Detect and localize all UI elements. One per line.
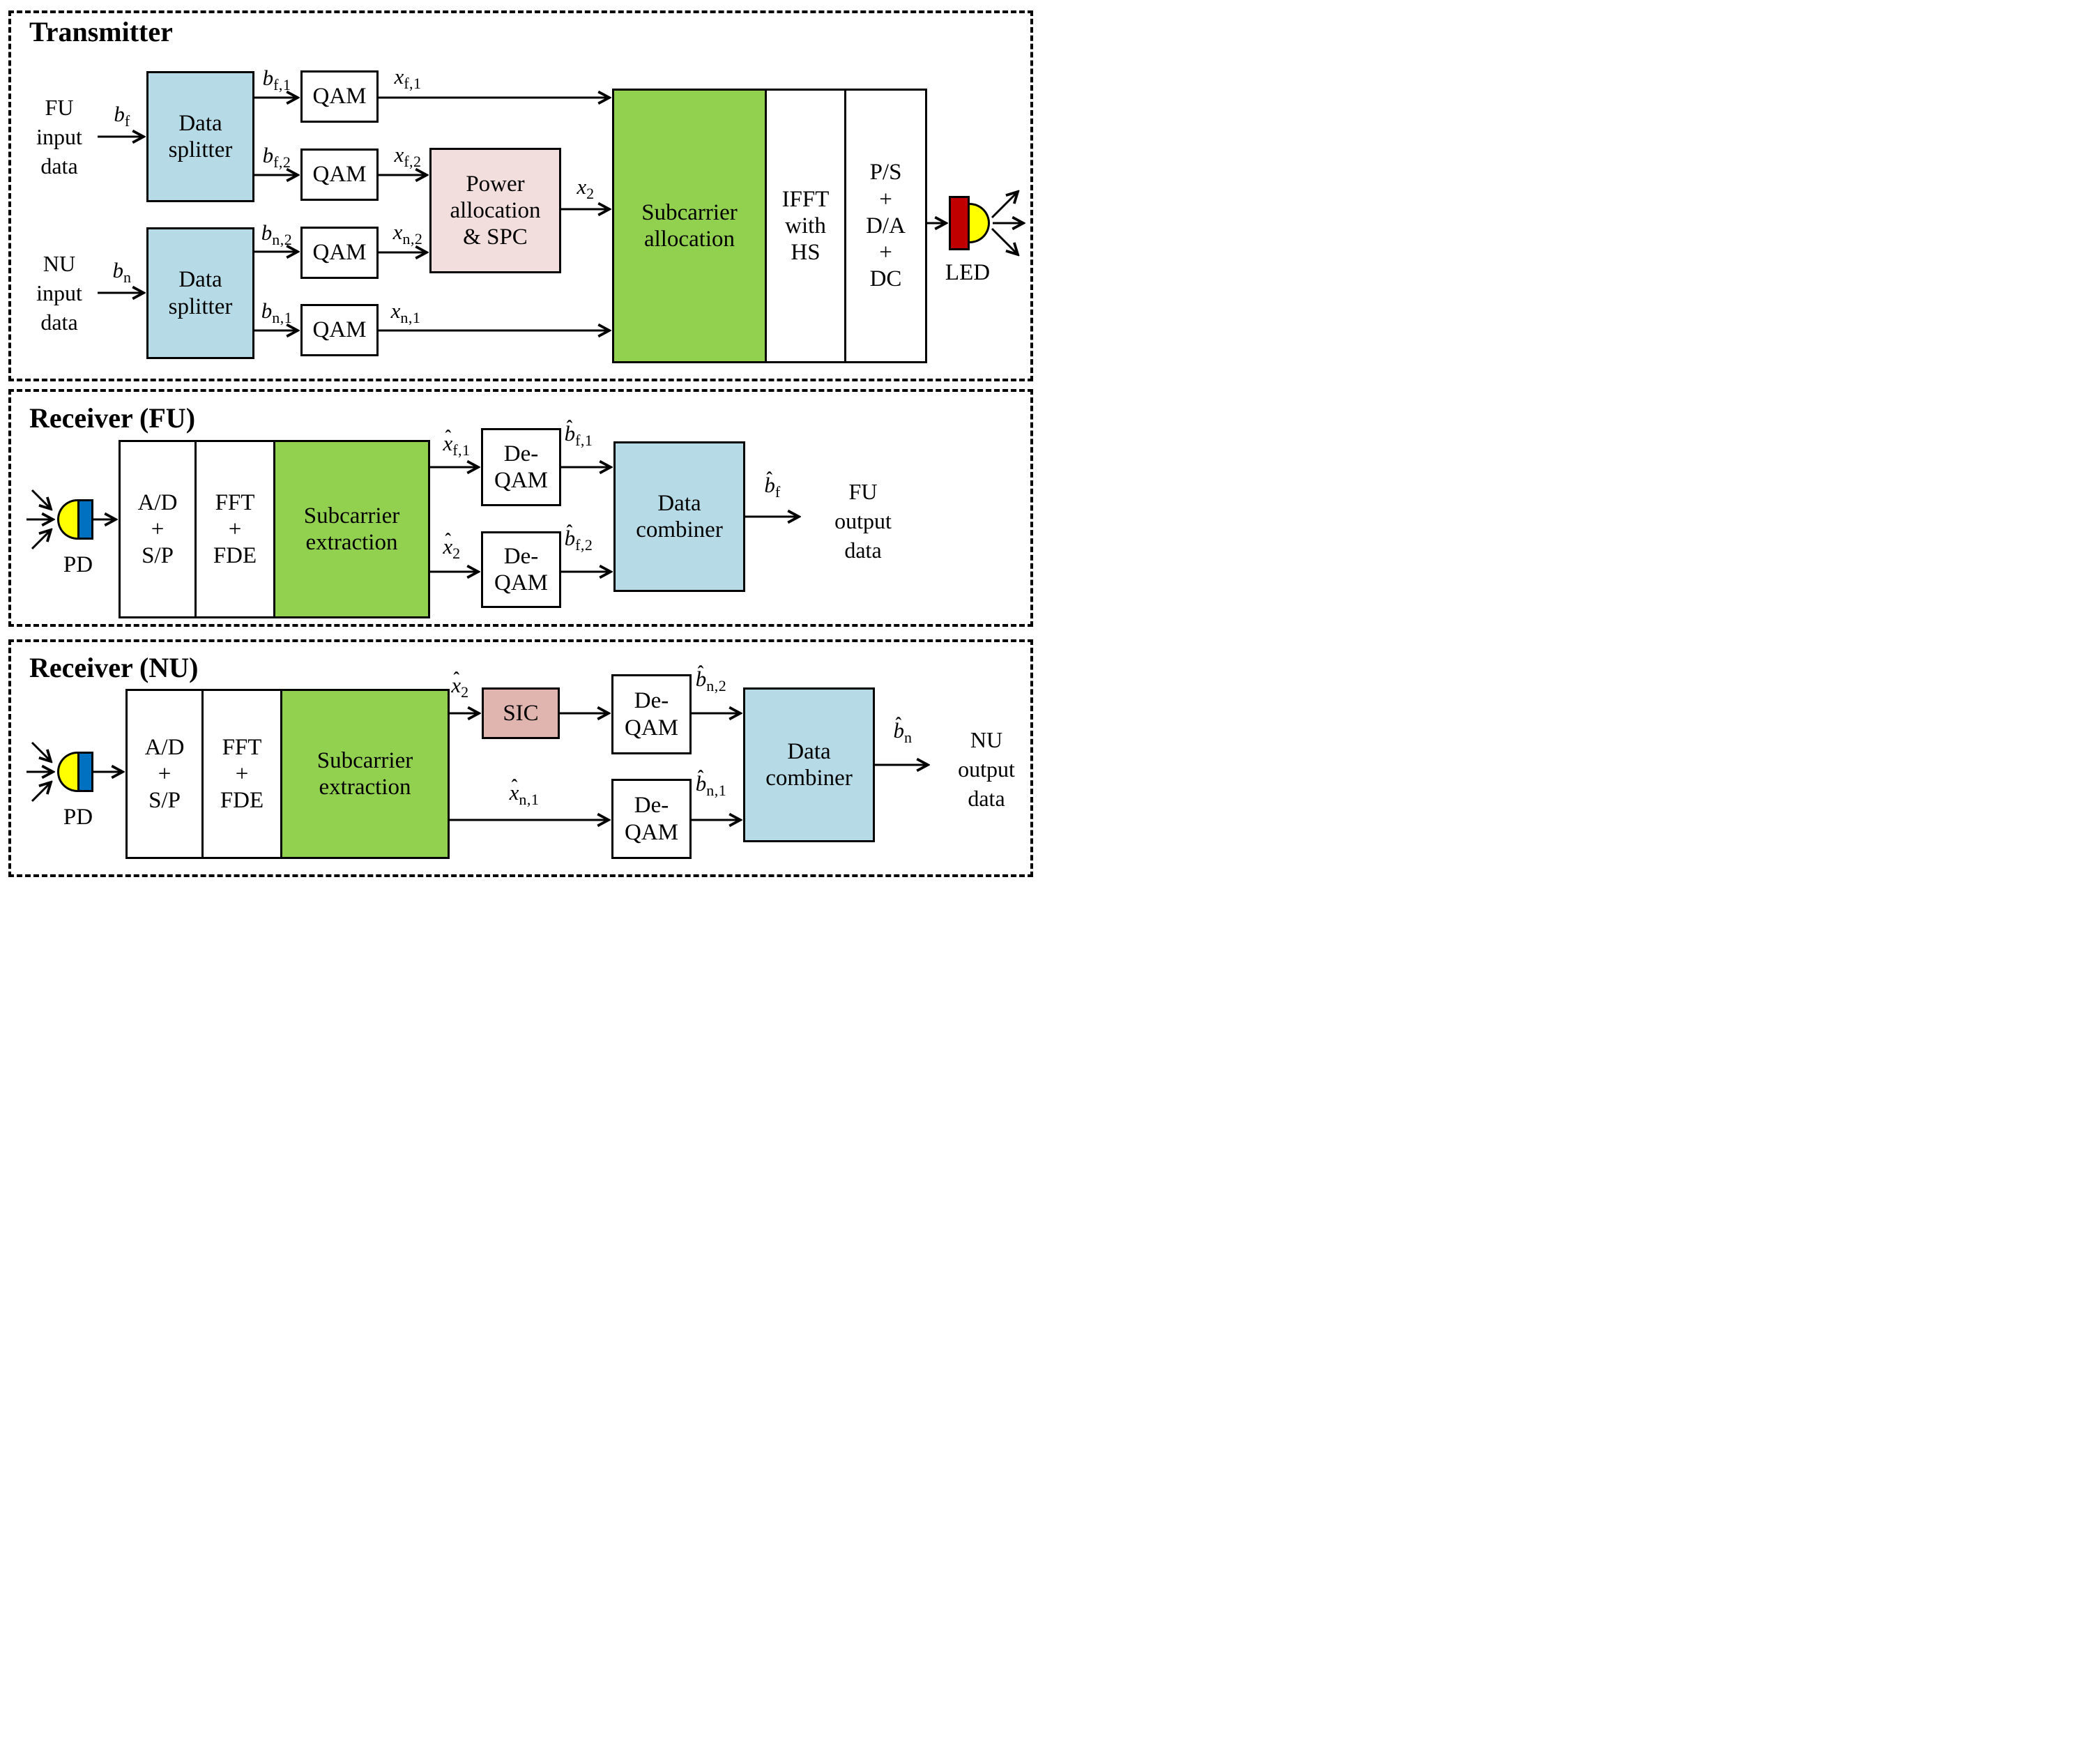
- fu-subcarrier-extraction-block: Subcarrier extraction: [273, 440, 430, 618]
- qam-block-3: QAM: [300, 227, 379, 279]
- ps-da-dc-block: P/S + D/A + DC: [844, 89, 927, 363]
- qam-block-1: QAM: [300, 70, 379, 123]
- signal-bhat-f: ˆbf: [764, 469, 781, 501]
- nu-input-text: NU input data: [36, 251, 82, 335]
- nu-fftfde-block: FFT + FDE: [201, 689, 282, 859]
- signal-bhat-f2: ˆbf,2: [564, 522, 593, 554]
- nu-light-ray-top: [31, 741, 51, 761]
- qam-block-2: QAM: [300, 149, 379, 201]
- fu-input-text: FU input data: [36, 95, 82, 178]
- sic-block: SIC: [482, 687, 560, 739]
- ifft-with-hs-block: IFFT with HS: [765, 89, 846, 363]
- signal-bf: bf: [114, 102, 130, 130]
- fu-pd-label: PD: [63, 552, 93, 577]
- fu-output-text: FU output data: [834, 479, 892, 563]
- nu-pd-body-icon: [77, 752, 93, 792]
- fu-light-ray-bottom: [31, 530, 51, 550]
- qam-block-4: QAM: [300, 304, 379, 356]
- receiver-fu-title: Receiver (FU): [29, 402, 196, 434]
- subcarrier-allocation-block: Subcarrier allocation: [612, 89, 767, 363]
- signal-bn1: bn,1: [261, 298, 293, 326]
- signal-x2: x2: [577, 174, 595, 202]
- connector-layer: [26, 0, 1042, 882]
- fu-deqam-block-2: De- QAM: [481, 531, 561, 608]
- fu-deqam-block-1: De- QAM: [481, 428, 561, 506]
- transmitter-title: Transmitter: [29, 16, 173, 47]
- led-label: LED: [945, 260, 991, 285]
- signal-xf2: xf,2: [394, 142, 422, 170]
- data-splitter-nu-block: Data splitter: [146, 227, 254, 359]
- power-allocation-spc-block: Power allocation & SPC: [429, 148, 561, 273]
- signal-bhat-f1: ˆbf,1: [564, 417, 593, 449]
- signal-bhat-n2: ˆbn,2: [695, 662, 727, 694]
- fu-pd-body-icon: [77, 499, 93, 540]
- diagram-canvas: Transmitter Receiver (FU) Receiver (NU): [0, 0, 1042, 882]
- signal-xn1: xn,1: [390, 298, 421, 326]
- receiver-nu-title: Receiver (NU): [29, 652, 199, 683]
- signal-xhat-2-fu: ˆx2: [443, 530, 461, 562]
- receiver-nu-panel: [8, 639, 1033, 877]
- transmitter-panel: [8, 10, 1033, 381]
- signal-xhat-n1: ˆxn,1: [509, 776, 540, 808]
- nu-deqam-block-2: De- QAM: [611, 779, 692, 859]
- fu-light-ray-top: [31, 489, 51, 509]
- signal-xf1: xf,1: [394, 64, 422, 92]
- fu-data-combiner-block: Data combiner: [613, 441, 745, 592]
- nu-adsp-block: A/D + S/P: [125, 689, 204, 859]
- signal-bhat-n: ˆbn: [893, 714, 913, 746]
- signal-bf1: bf,1: [262, 66, 291, 93]
- nu-output-text: NU output data: [958, 727, 1015, 811]
- signal-bhat-n1: ˆbn,1: [695, 767, 727, 799]
- led-ray-down: [991, 227, 1018, 254]
- nu-data-combiner-block: Data combiner: [743, 687, 875, 842]
- fu-fftfde-block: FFT + FDE: [194, 440, 275, 618]
- fu-adsp-block: A/D + S/P: [119, 440, 197, 618]
- led-ray-up: [991, 192, 1018, 219]
- signal-xhat-2-nu: ˆx2: [451, 669, 469, 701]
- nu-subcarrier-extraction-block: Subcarrier extraction: [280, 689, 450, 859]
- signal-bf2: bf,2: [262, 143, 291, 171]
- nu-deqam-block-1: De- QAM: [611, 674, 692, 754]
- data-splitter-fu-block: Data splitter: [146, 71, 254, 202]
- signal-bn2: bn,2: [261, 220, 293, 248]
- signal-bn: bn: [112, 258, 132, 286]
- receiver-fu-panel: [8, 389, 1033, 627]
- signal-xn2: xn,2: [392, 220, 423, 248]
- nu-light-ray-bottom: [31, 782, 51, 803]
- nu-pd-label: PD: [63, 805, 93, 830]
- led-body-icon: [949, 196, 970, 250]
- signal-xhat-f1: ˆxf,1: [443, 427, 471, 459]
